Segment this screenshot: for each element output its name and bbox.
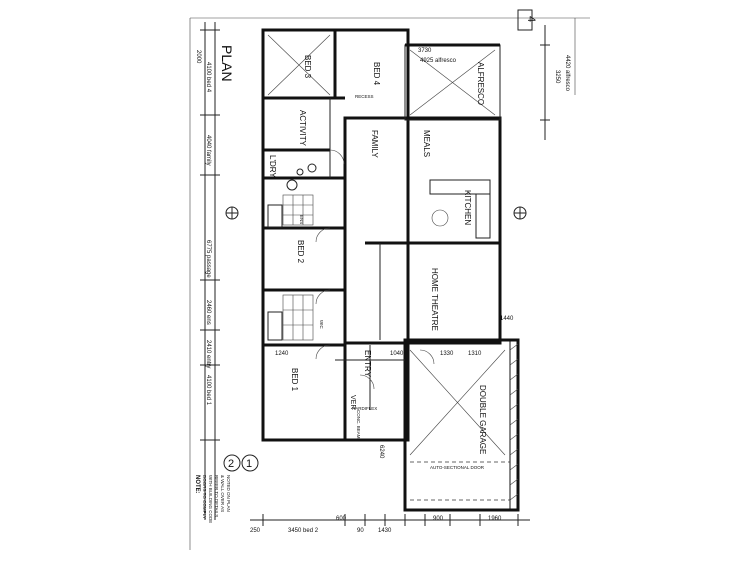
section-marker-right bbox=[513, 206, 527, 220]
room-label-family: FAMILY bbox=[370, 130, 379, 159]
kitchen-island bbox=[431, 209, 449, 227]
note-title: NOTE: bbox=[194, 475, 200, 494]
label-wic: WIC bbox=[319, 320, 324, 329]
room-label-bed1: BED 1 bbox=[290, 368, 299, 392]
room-label-bed4: BED 4 bbox=[372, 62, 381, 86]
plan-title: PLAN bbox=[219, 45, 235, 82]
bath-tub bbox=[267, 204, 283, 228]
dim-6240: 6240 bbox=[378, 445, 384, 459]
note-block: NOTE: DOORS TO COMPLY WITH BUILDING CODE… bbox=[194, 475, 231, 523]
dim-left-4040-family: 4040 family bbox=[205, 135, 211, 166]
dim-bottom-1430: 1430 bbox=[378, 528, 392, 534]
label-conc-beam: CONC. BEAM bbox=[356, 410, 361, 439]
left-dimension-string bbox=[200, 22, 220, 520]
room-label-meals: MEALS bbox=[422, 130, 431, 157]
sheet-ref-a: 2 bbox=[228, 458, 234, 470]
dim-left-2410-entry: 2410 entry bbox=[205, 340, 211, 368]
room-label-kitchen: KITCHEN bbox=[463, 190, 472, 225]
sheet-ref-b: 1 bbox=[246, 458, 252, 470]
dim-left-4100-bed4: 4100 bed 4 bbox=[205, 62, 211, 93]
dim-1040: 1040 bbox=[390, 351, 404, 357]
dim-bottom-900: 900 bbox=[433, 516, 444, 522]
room-label-double-garage: DOUBLE GARAGE bbox=[478, 385, 487, 454]
garage-outline bbox=[403, 338, 520, 512]
sheet-ref-circle-b bbox=[241, 454, 259, 472]
dim-left-6775-passage: 6775 passage bbox=[205, 240, 211, 278]
note-line: WITH BUILDING CODE bbox=[208, 475, 213, 523]
room-label-bed3: BED 3 bbox=[303, 55, 312, 79]
door-swing bbox=[329, 149, 345, 165]
dim-1240: 1240 bbox=[275, 351, 289, 357]
garage-hatching bbox=[509, 343, 519, 501]
note-line: & WALL OVER AS bbox=[220, 475, 225, 512]
dim-1330: 1330 bbox=[440, 351, 454, 357]
dim-1440: 1440 bbox=[500, 316, 514, 322]
sheet-ref-box bbox=[517, 9, 533, 31]
label-auto-door: AUTO-SECTIONAL DOOR bbox=[430, 465, 485, 470]
dim-3730: 3730 bbox=[418, 48, 432, 54]
room-label-verandah: VER bbox=[349, 395, 356, 409]
kitchen-bench bbox=[429, 179, 491, 195]
note-line: REFER TO DETAILS bbox=[214, 475, 219, 517]
dim-bottom-3450-bed2: 3450 bed 2 bbox=[288, 528, 319, 534]
room-label-alfresco: ALFRESCO bbox=[476, 62, 485, 105]
ensuite-tiles bbox=[282, 194, 314, 226]
room-label-entry: ENTRY bbox=[363, 350, 372, 378]
sheet-ref-circle-a bbox=[223, 454, 241, 472]
dim-1310: 1310 bbox=[468, 351, 482, 357]
room-label-home-theatre: HOME THEATRE bbox=[430, 268, 439, 331]
shower-tiles bbox=[282, 294, 314, 341]
dim-3250: 3250 bbox=[554, 70, 560, 84]
dim-4420-alfresco: 4420 alfresco bbox=[564, 55, 570, 92]
dim-left-2000: 2000 bbox=[195, 50, 201, 64]
section-marker-left bbox=[225, 206, 239, 220]
toilet-icon bbox=[286, 179, 298, 191]
dim-bottom-250: 250 bbox=[250, 528, 261, 534]
dim-left-4100-bed1: 4100 bed 1 bbox=[205, 375, 211, 406]
sheet-ref-c: 4 bbox=[525, 16, 537, 22]
dim-bottom-1960: 1960 bbox=[488, 516, 502, 522]
label-hardiflex: HARDIFLEX bbox=[352, 406, 377, 411]
room-label-recess: RECESS bbox=[355, 94, 374, 99]
room-label-bed2: BED 2 bbox=[296, 240, 305, 264]
dim-bottom-600: 600 bbox=[336, 516, 347, 522]
note-line: DOORS TO COMPLY bbox=[202, 475, 207, 519]
dim-4925-alfresco: 4925 alfresco bbox=[420, 58, 457, 64]
room-label-laundry: L'DRY bbox=[268, 155, 277, 178]
label-ensuite: ENS bbox=[299, 215, 304, 224]
room-label-activity: ACTIVITY bbox=[298, 110, 307, 147]
dim-bottom-90: 90 bbox=[357, 528, 364, 534]
dim-left-2460-ens: 2460 ens bbox=[205, 300, 211, 325]
note-line: NOTED ON PLAN bbox=[226, 475, 231, 512]
